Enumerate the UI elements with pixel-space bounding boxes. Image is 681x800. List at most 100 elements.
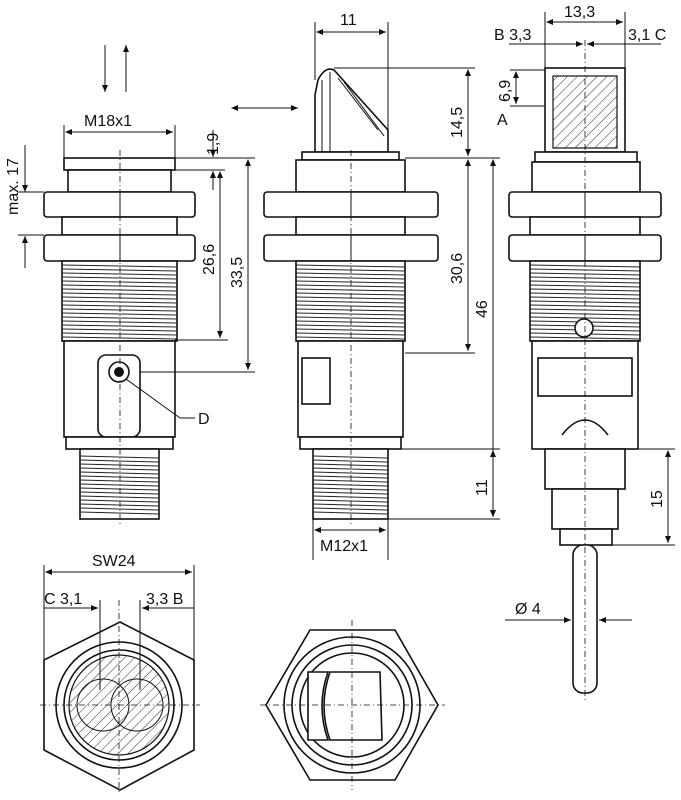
dim-6-9: 6,9 <box>497 80 514 102</box>
thread-line <box>295 332 406 336</box>
thread-line <box>295 292 406 296</box>
thread-line <box>79 475 160 479</box>
thread-line <box>61 308 178 312</box>
thread-line <box>61 336 178 340</box>
thread-line <box>61 292 178 296</box>
thread-line <box>295 324 406 328</box>
dim-15: 15 <box>649 490 666 508</box>
dim-c-3-1-bottom: C 3,1 <box>44 591 82 608</box>
dim-46: 46 <box>474 300 491 318</box>
thread-line <box>79 463 160 467</box>
thread-line <box>312 487 389 491</box>
thread-line <box>312 483 389 487</box>
thread-line <box>312 479 389 483</box>
thread-line <box>312 471 389 475</box>
thread-line <box>295 288 406 292</box>
dim-sw24: SW24 <box>92 553 136 570</box>
hex-end-view-side <box>260 620 445 790</box>
thread-line <box>295 276 406 280</box>
thread-line <box>312 507 389 511</box>
thread-line <box>61 288 178 292</box>
thread-line <box>529 296 641 300</box>
thread-line <box>61 280 178 284</box>
rear-view: 13,3 B 3,3 3,1 C 6,9 A 15 Ø 4 <box>494 4 675 700</box>
thread-line <box>79 499 160 503</box>
top-flange <box>63 157 176 171</box>
thread-line <box>79 503 160 507</box>
thread-line <box>61 264 178 268</box>
dim-30-6: 30,6 <box>449 253 466 284</box>
optic-head <box>314 68 389 153</box>
thread-line <box>61 328 178 332</box>
thread-line <box>295 272 406 276</box>
dim-3-1-c-top: 3,1 C <box>628 27 666 44</box>
thread-line <box>312 463 389 467</box>
thread-line <box>61 324 178 328</box>
dim-11-bottom: 11 <box>474 479 491 496</box>
thread-line <box>61 320 178 324</box>
thread-line <box>312 455 389 459</box>
thread-line <box>61 304 178 308</box>
thread-line <box>61 300 178 304</box>
thread-line <box>312 499 389 503</box>
thread-line <box>312 467 389 471</box>
thread-line <box>529 284 641 288</box>
dim-3-3-b-bottom: 3,3 B <box>146 591 183 608</box>
dim-b-3-3-top: B 3,3 <box>494 27 531 44</box>
thread-line <box>529 304 641 308</box>
thread-line <box>79 487 160 491</box>
thread-line <box>295 264 406 268</box>
thread-line <box>295 280 406 284</box>
thread-line <box>79 467 160 471</box>
thread-line <box>529 292 641 296</box>
thread-line <box>61 332 178 336</box>
thread-line <box>295 312 406 316</box>
thread-line <box>79 483 160 487</box>
thread-line <box>295 300 406 304</box>
thread-line <box>529 308 641 312</box>
thread-line <box>79 491 160 495</box>
thread-line <box>295 316 406 320</box>
dim-33-5: 33,5 <box>229 257 246 288</box>
thread-line <box>61 316 178 320</box>
thread-line <box>61 284 178 288</box>
thread-line <box>61 312 178 316</box>
label-a: A <box>497 112 508 129</box>
leader-d <box>125 378 181 419</box>
dim-m18x1: M18x1 <box>84 113 132 130</box>
thread-line <box>295 268 406 272</box>
thread-line <box>79 495 160 499</box>
thread-line <box>61 296 178 300</box>
thread-line <box>61 268 178 272</box>
dim-max17: max. 17 <box>5 158 22 215</box>
thread-line <box>312 495 389 499</box>
thread-line <box>312 475 389 479</box>
thread-line <box>312 503 389 507</box>
side-view: 11 14,5 30,6 46 11 M12x1 <box>231 12 500 560</box>
thread-line <box>61 276 178 280</box>
thread-line <box>295 296 406 300</box>
label-d: D <box>198 411 210 428</box>
dim-1-9: 1,9 <box>205 133 222 155</box>
thread-line <box>295 304 406 308</box>
thread-line <box>312 511 389 515</box>
dim-11-top: 11 <box>340 12 357 29</box>
dim-14-5: 14,5 <box>449 107 466 138</box>
thread-line <box>79 455 160 459</box>
thread-line <box>312 491 389 495</box>
dim-diameter-4: Ø 4 <box>515 601 541 618</box>
thread-line <box>79 471 160 475</box>
thread-line <box>295 336 406 340</box>
thread-line <box>529 280 641 284</box>
thread-line <box>312 459 389 463</box>
thread-line <box>79 507 160 511</box>
thread-line <box>79 479 160 483</box>
thread-line <box>79 511 160 515</box>
front-view: D M18x1 max. 17 1,9 26,6 33,5 <box>5 45 255 525</box>
connector-face <box>323 671 383 741</box>
thread-line <box>295 284 406 288</box>
dim-13-3: 13,3 <box>564 4 595 21</box>
thread-line <box>79 459 160 463</box>
thread-line <box>61 272 178 276</box>
adjust-screw <box>574 318 594 338</box>
